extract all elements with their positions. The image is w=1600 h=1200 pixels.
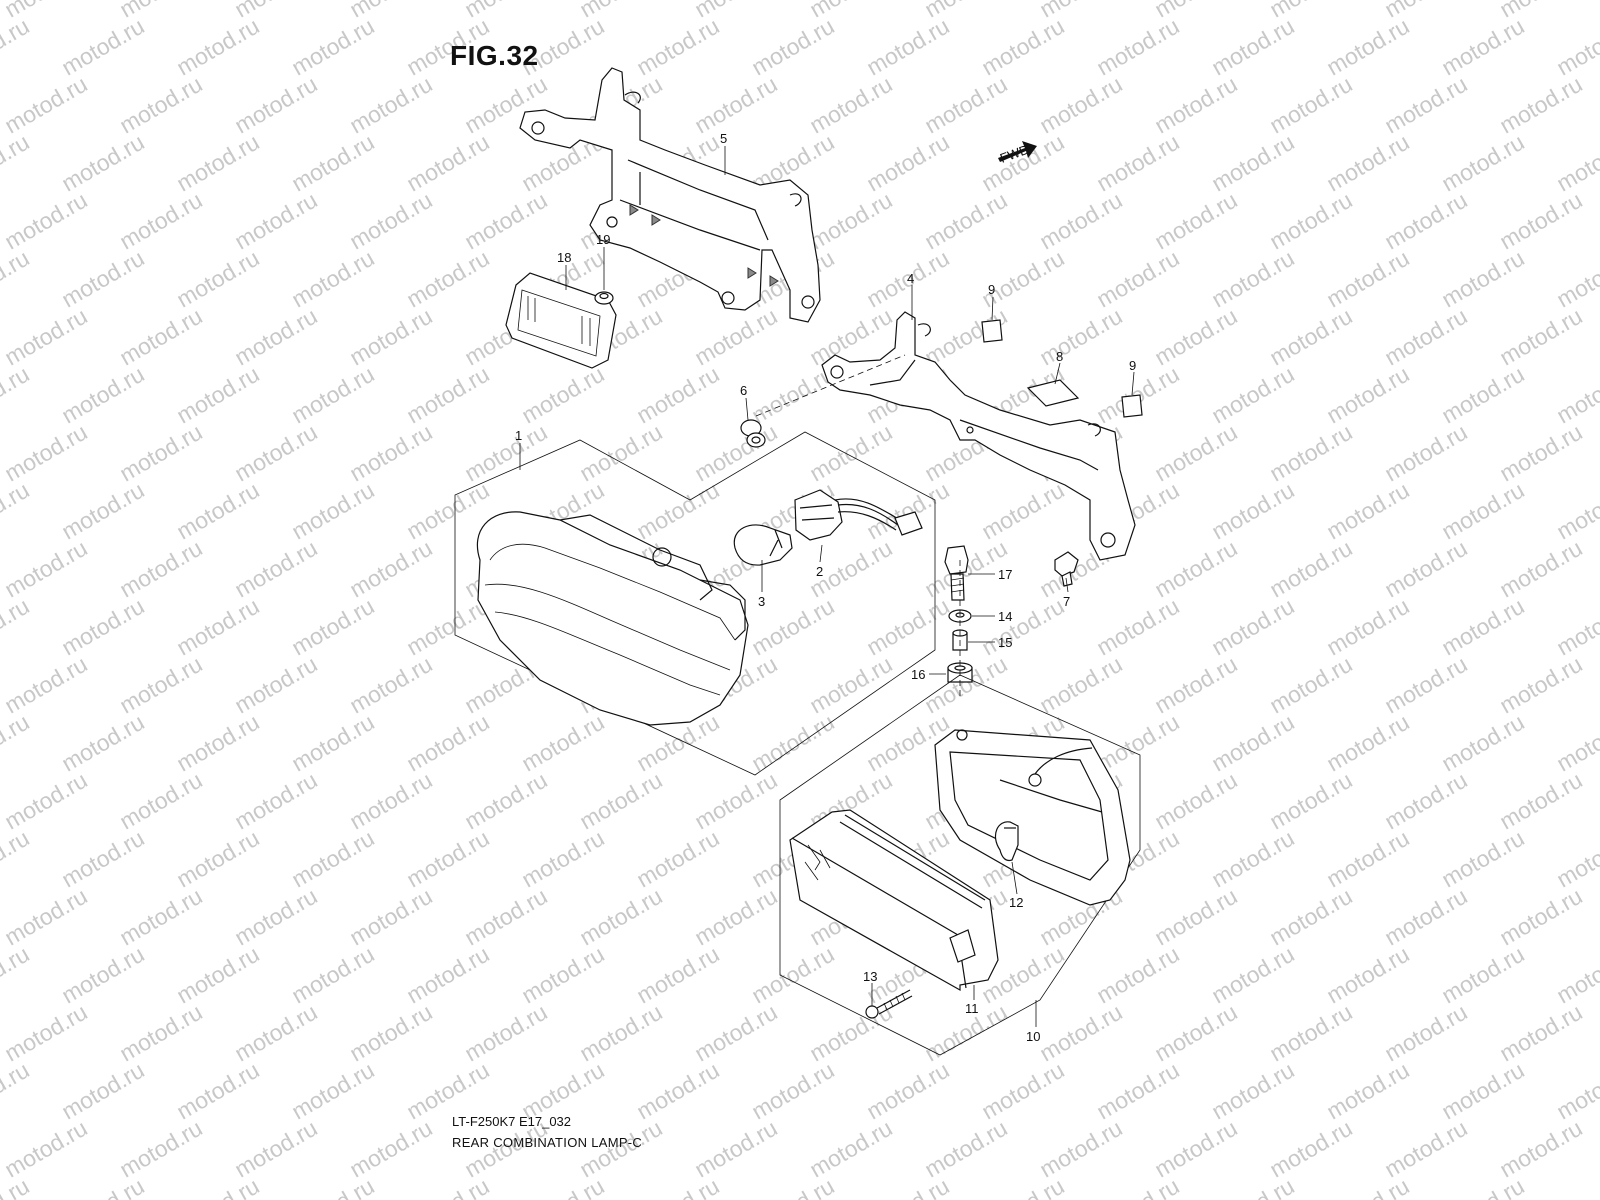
leader-lines [519,146,1135,1027]
callout-19: 19 [596,232,610,247]
callout-10: 10 [1026,1029,1040,1044]
license-lamp-assembly-box [779,674,1141,1056]
pad-part-a [981,319,1003,343]
callout-17: 17 [998,567,1012,582]
callout-2: 2 [816,564,823,579]
screw-part [1054,551,1079,587]
callout-12: 12 [1009,895,1023,910]
callout-13: 13 [863,969,877,984]
tail-lamp-part [476,511,749,726]
callout-8: 8 [1056,349,1063,364]
pad-part-b [1121,394,1143,418]
long-pad-part [1026,379,1080,407]
callout-14: 14 [998,609,1012,624]
license-lamp-housing-part [934,729,1131,906]
reflector-part [505,272,617,369]
lens-screw-part [865,989,913,1019]
license-bulb-part [995,821,1019,862]
callout-11: 11 [965,1001,979,1016]
bulb-part [733,524,793,566]
callout-1: 1 [515,428,522,443]
callout-4: 4 [907,271,914,286]
fwd-label: FWD [998,142,1031,166]
socket-harness-part [794,489,923,541]
callout-18: 18 [557,250,571,265]
callout-7: 7 [1063,594,1070,609]
model-code: LT-F250K7 E17_032 [452,1114,572,1129]
callout-9a: 9 [988,282,995,297]
grommet-part [740,419,766,448]
callout-9b: 9 [1129,358,1136,373]
license-lens-part [789,809,999,992]
callout-3: 3 [758,594,765,609]
callout-5: 5 [720,131,727,146]
nut-part [594,291,614,305]
bolt-part [944,545,969,601]
lower-bracket-part [821,311,1136,561]
figure-title: FIG.32 [450,40,539,71]
figure-caption: REAR COMBINATION LAMP-C [452,1135,643,1150]
callout-labels: 1 2 3 4 5 6 7 8 9 9 10 11 12 13 14 15 16… [515,131,1136,1044]
fwd-arrow-icon: FWD [998,141,1037,166]
tail-lamp-assembly-box [454,431,936,776]
callout-15: 15 [998,635,1012,650]
upper-bracket-part [519,67,821,323]
callout-16: 16 [911,667,925,682]
callout-6: 6 [740,383,747,398]
